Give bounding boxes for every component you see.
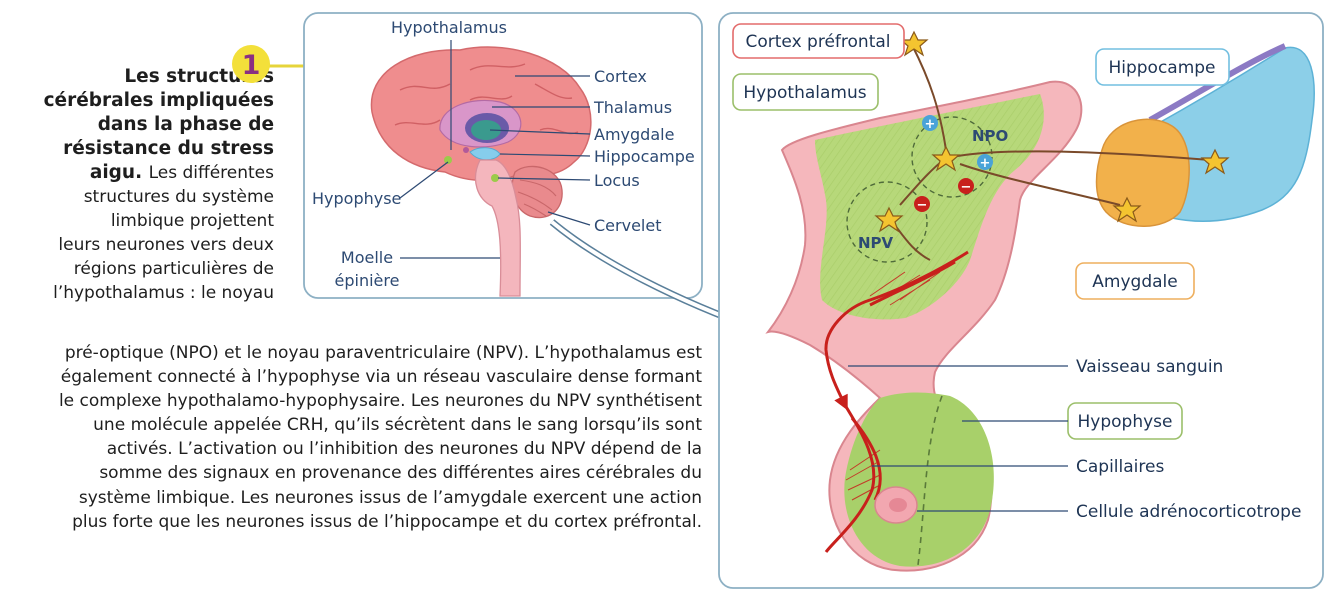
svg-text:−: − — [917, 198, 928, 213]
box-hypothalamus: Hypothalamus — [732, 73, 879, 111]
sign-minus-1: − — [958, 178, 974, 195]
neuron-amygdale — [1112, 196, 1142, 223]
svg-text:Cortex préfrontal: Cortex préfrontal — [746, 32, 891, 52]
pituitary-region — [844, 392, 994, 567]
sign-minus-2: − — [914, 196, 930, 213]
label-capillaires: Capillaires — [1076, 457, 1164, 477]
adrenocorticotrope-cell — [874, 486, 918, 524]
box-amygdale: Amygdale — [1075, 262, 1195, 300]
intro-text: Les structures cérébrales impliquées dan… — [0, 65, 274, 305]
hippocampus-shape — [1149, 46, 1315, 222]
box-hypophyse: Hypophyse — [1067, 402, 1183, 440]
label-npv: NPV — [858, 234, 894, 252]
amygdala-shape — [1095, 118, 1190, 227]
label-vaisseau: Vaisseau sanguin — [1076, 357, 1223, 377]
label-amygdale: Amygdale — [594, 125, 674, 144]
svg-text:−: − — [961, 180, 972, 195]
svg-text:Amygdale: Amygdale — [1092, 272, 1177, 292]
label-hypophyse: Hypophyse — [312, 189, 401, 208]
svg-text:Hypothalamus: Hypothalamus — [743, 83, 866, 103]
sign-plus-1: + — [922, 115, 938, 132]
figure-badge: 1 — [232, 45, 304, 83]
label-hippocampe: Hippocampe — [594, 147, 695, 166]
label-npo: NPO — [972, 127, 1008, 145]
label-thalamus: Thalamus — [593, 98, 672, 117]
svg-text:+: + — [925, 117, 936, 132]
intro-title: Les structures cérébrales impliquées dan… — [43, 66, 274, 183]
neuron-hippocampe — [1200, 148, 1230, 175]
label-moelle: Moelle — [341, 248, 393, 267]
neuron-npo — [931, 145, 961, 172]
brain-panel: Hypothalamus Cortex Thalamus Amygdale Hi… — [303, 12, 703, 299]
label-locus: Locus — [594, 171, 640, 190]
npo-nucleus — [911, 116, 993, 198]
svg-text:Hippocampe: Hippocampe — [1108, 58, 1215, 78]
box-cortex-prefrontal: Cortex préfrontal — [732, 23, 905, 59]
label-cellule: Cellule adrénocorticotrope — [1076, 502, 1301, 522]
spinal-cord-shape — [475, 159, 521, 297]
svg-text:Hypophyse: Hypophyse — [1078, 412, 1173, 432]
label-cervelet: Cervelet — [594, 216, 661, 235]
continued-text: pré-optique (NPO) et le noyau paraventri… — [58, 343, 702, 532]
neuron-npv — [874, 206, 904, 233]
label-epiniere: épinière — [335, 271, 400, 290]
label-hypothalamus: Hypothalamus — [391, 18, 507, 37]
sign-plus-2: + — [977, 154, 993, 171]
npv-nucleus — [846, 181, 928, 263]
svg-text:+: + — [980, 156, 991, 171]
detail-panel: NPO NPV — [718, 12, 1324, 589]
box-hippocampe: Hippocampe — [1095, 48, 1230, 86]
label-cortex: Cortex — [594, 67, 647, 86]
badge-number: 1 — [242, 50, 261, 81]
